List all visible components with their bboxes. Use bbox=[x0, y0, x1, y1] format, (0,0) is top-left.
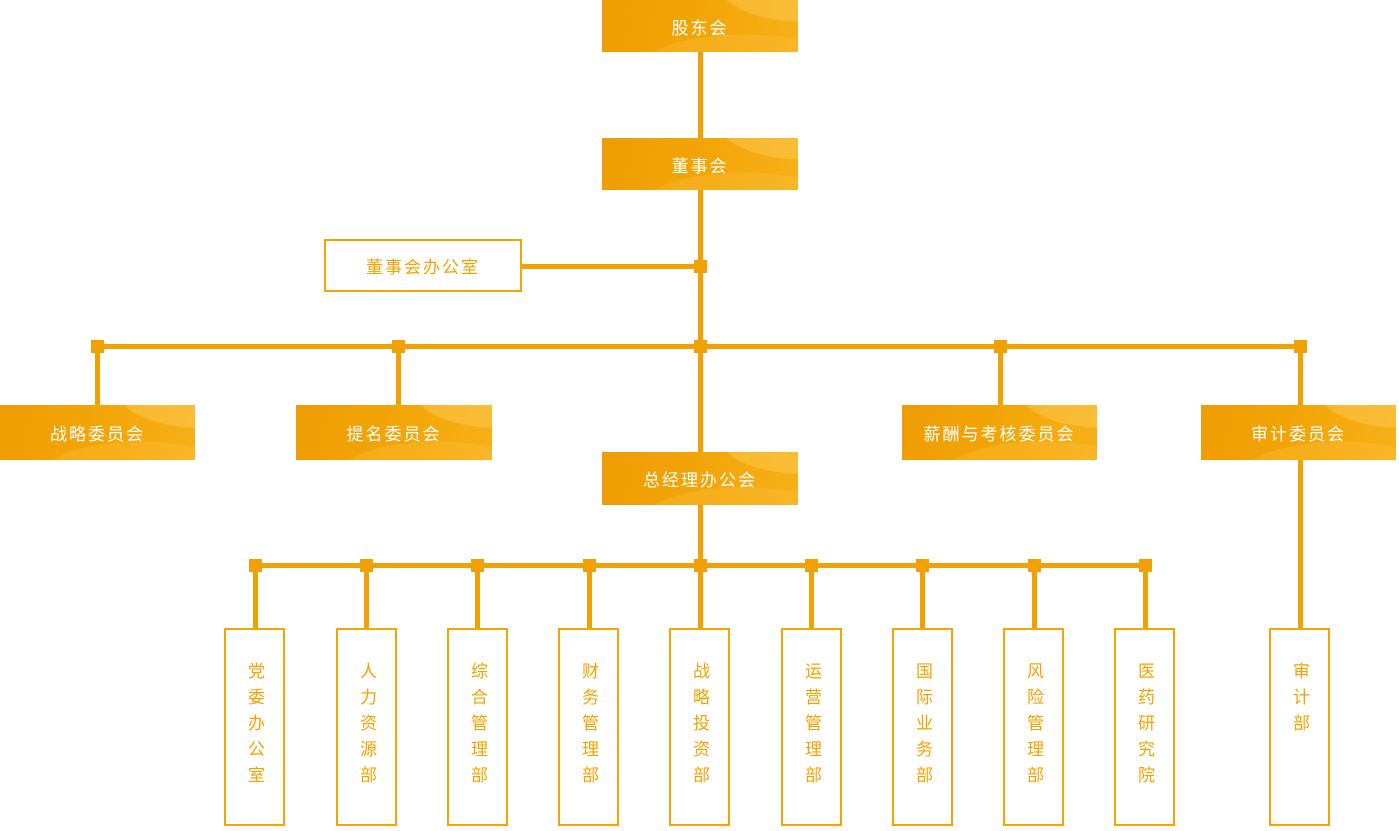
junction-dept-4 bbox=[582, 559, 596, 572]
connector-drop-dept-4 bbox=[586, 568, 592, 628]
node-dept-risk-management: 风险管理部 bbox=[1003, 628, 1064, 826]
junction-committee-4 bbox=[1293, 340, 1307, 353]
connector-drop-dept-3 bbox=[474, 568, 480, 628]
node-shareholders: 股东会 bbox=[602, 0, 798, 52]
connector-drop-dept-8 bbox=[1031, 568, 1037, 628]
node-label: 总经理办公会 bbox=[643, 471, 757, 491]
node-label: 医药研究院 bbox=[1134, 662, 1154, 792]
connector-drop-compensation bbox=[997, 349, 1003, 405]
node-dept-finance-management: 财务管理部 bbox=[558, 628, 619, 826]
node-label: 战略委员会 bbox=[50, 425, 145, 445]
node-label: 综合管理部 bbox=[467, 662, 487, 792]
connector-drop-audit-committee bbox=[1297, 349, 1303, 405]
node-strategy-committee: 战略委员会 bbox=[0, 405, 195, 460]
node-dept-general-management: 综合管理部 bbox=[447, 628, 508, 826]
junction-board-office bbox=[693, 260, 707, 273]
junction-dept-1 bbox=[248, 559, 262, 572]
node-label: 董事会办公室 bbox=[366, 258, 480, 278]
junction-dept-2 bbox=[359, 559, 373, 572]
junction-dept-9 bbox=[1138, 559, 1152, 572]
node-label: 运营管理部 bbox=[801, 662, 821, 792]
connector-drop-dept-2 bbox=[363, 568, 369, 628]
connector-board-office bbox=[522, 263, 700, 269]
node-label: 人力资源部 bbox=[356, 662, 376, 792]
connector-trunk-mid bbox=[697, 190, 703, 452]
node-label: 党委办公室 bbox=[244, 662, 264, 792]
junction-committee-center bbox=[693, 340, 707, 353]
connector-trunk-top bbox=[697, 52, 703, 138]
junction-dept-8 bbox=[1027, 559, 1041, 572]
node-label: 风险管理部 bbox=[1023, 662, 1043, 792]
node-dept-human-resources: 人力资源部 bbox=[336, 628, 397, 826]
connector-drop-strategy bbox=[94, 349, 100, 405]
connector-drop-dept-9 bbox=[1142, 568, 1148, 628]
node-board: 董事会 bbox=[602, 138, 798, 190]
node-dept-international-business: 国际业务部 bbox=[892, 628, 953, 826]
connector-drop-dept-7 bbox=[919, 568, 925, 628]
node-label: 审计部 bbox=[1289, 662, 1309, 740]
junction-committee-2 bbox=[391, 340, 405, 353]
node-audit-committee: 审计委员会 bbox=[1201, 405, 1396, 460]
node-dept-operations-management: 运营管理部 bbox=[781, 628, 842, 826]
node-label: 董事会 bbox=[671, 156, 729, 177]
node-dept-party-committee-office: 党委办公室 bbox=[224, 628, 285, 826]
junction-committee-3 bbox=[993, 340, 1007, 353]
node-gm-office: 总经理办公会 bbox=[602, 452, 798, 505]
junction-dept-6 bbox=[804, 559, 818, 572]
junction-dept-5 bbox=[693, 559, 707, 572]
node-label: 薪酬与考核委员会 bbox=[923, 425, 1076, 445]
junction-committee-1 bbox=[90, 340, 104, 353]
connector-drop-dept-1 bbox=[252, 568, 258, 628]
node-audit-department: 审计部 bbox=[1269, 628, 1330, 826]
node-nomination-committee: 提名委员会 bbox=[296, 405, 492, 460]
node-compensation-committee: 薪酬与考核委员会 bbox=[902, 405, 1097, 460]
node-label: 国际业务部 bbox=[912, 662, 932, 792]
node-dept-strategic-investment: 战略投资部 bbox=[669, 628, 730, 826]
node-dept-pharma-research-institute: 医药研究院 bbox=[1114, 628, 1175, 826]
node-label: 提名委员会 bbox=[346, 425, 442, 445]
node-label: 战略投资部 bbox=[689, 662, 709, 792]
junction-dept-3 bbox=[470, 559, 484, 572]
connector-drop-dept-6 bbox=[808, 568, 814, 628]
junction-dept-7 bbox=[915, 559, 929, 572]
node-label: 股东会 bbox=[671, 18, 729, 39]
node-label: 审计委员会 bbox=[1251, 425, 1346, 445]
connector-drop-nomination bbox=[395, 349, 401, 405]
node-label: 财务管理部 bbox=[578, 662, 598, 792]
connector-audit-committee-to-dept bbox=[1297, 460, 1303, 628]
node-board-office: 董事会办公室 bbox=[324, 239, 522, 292]
